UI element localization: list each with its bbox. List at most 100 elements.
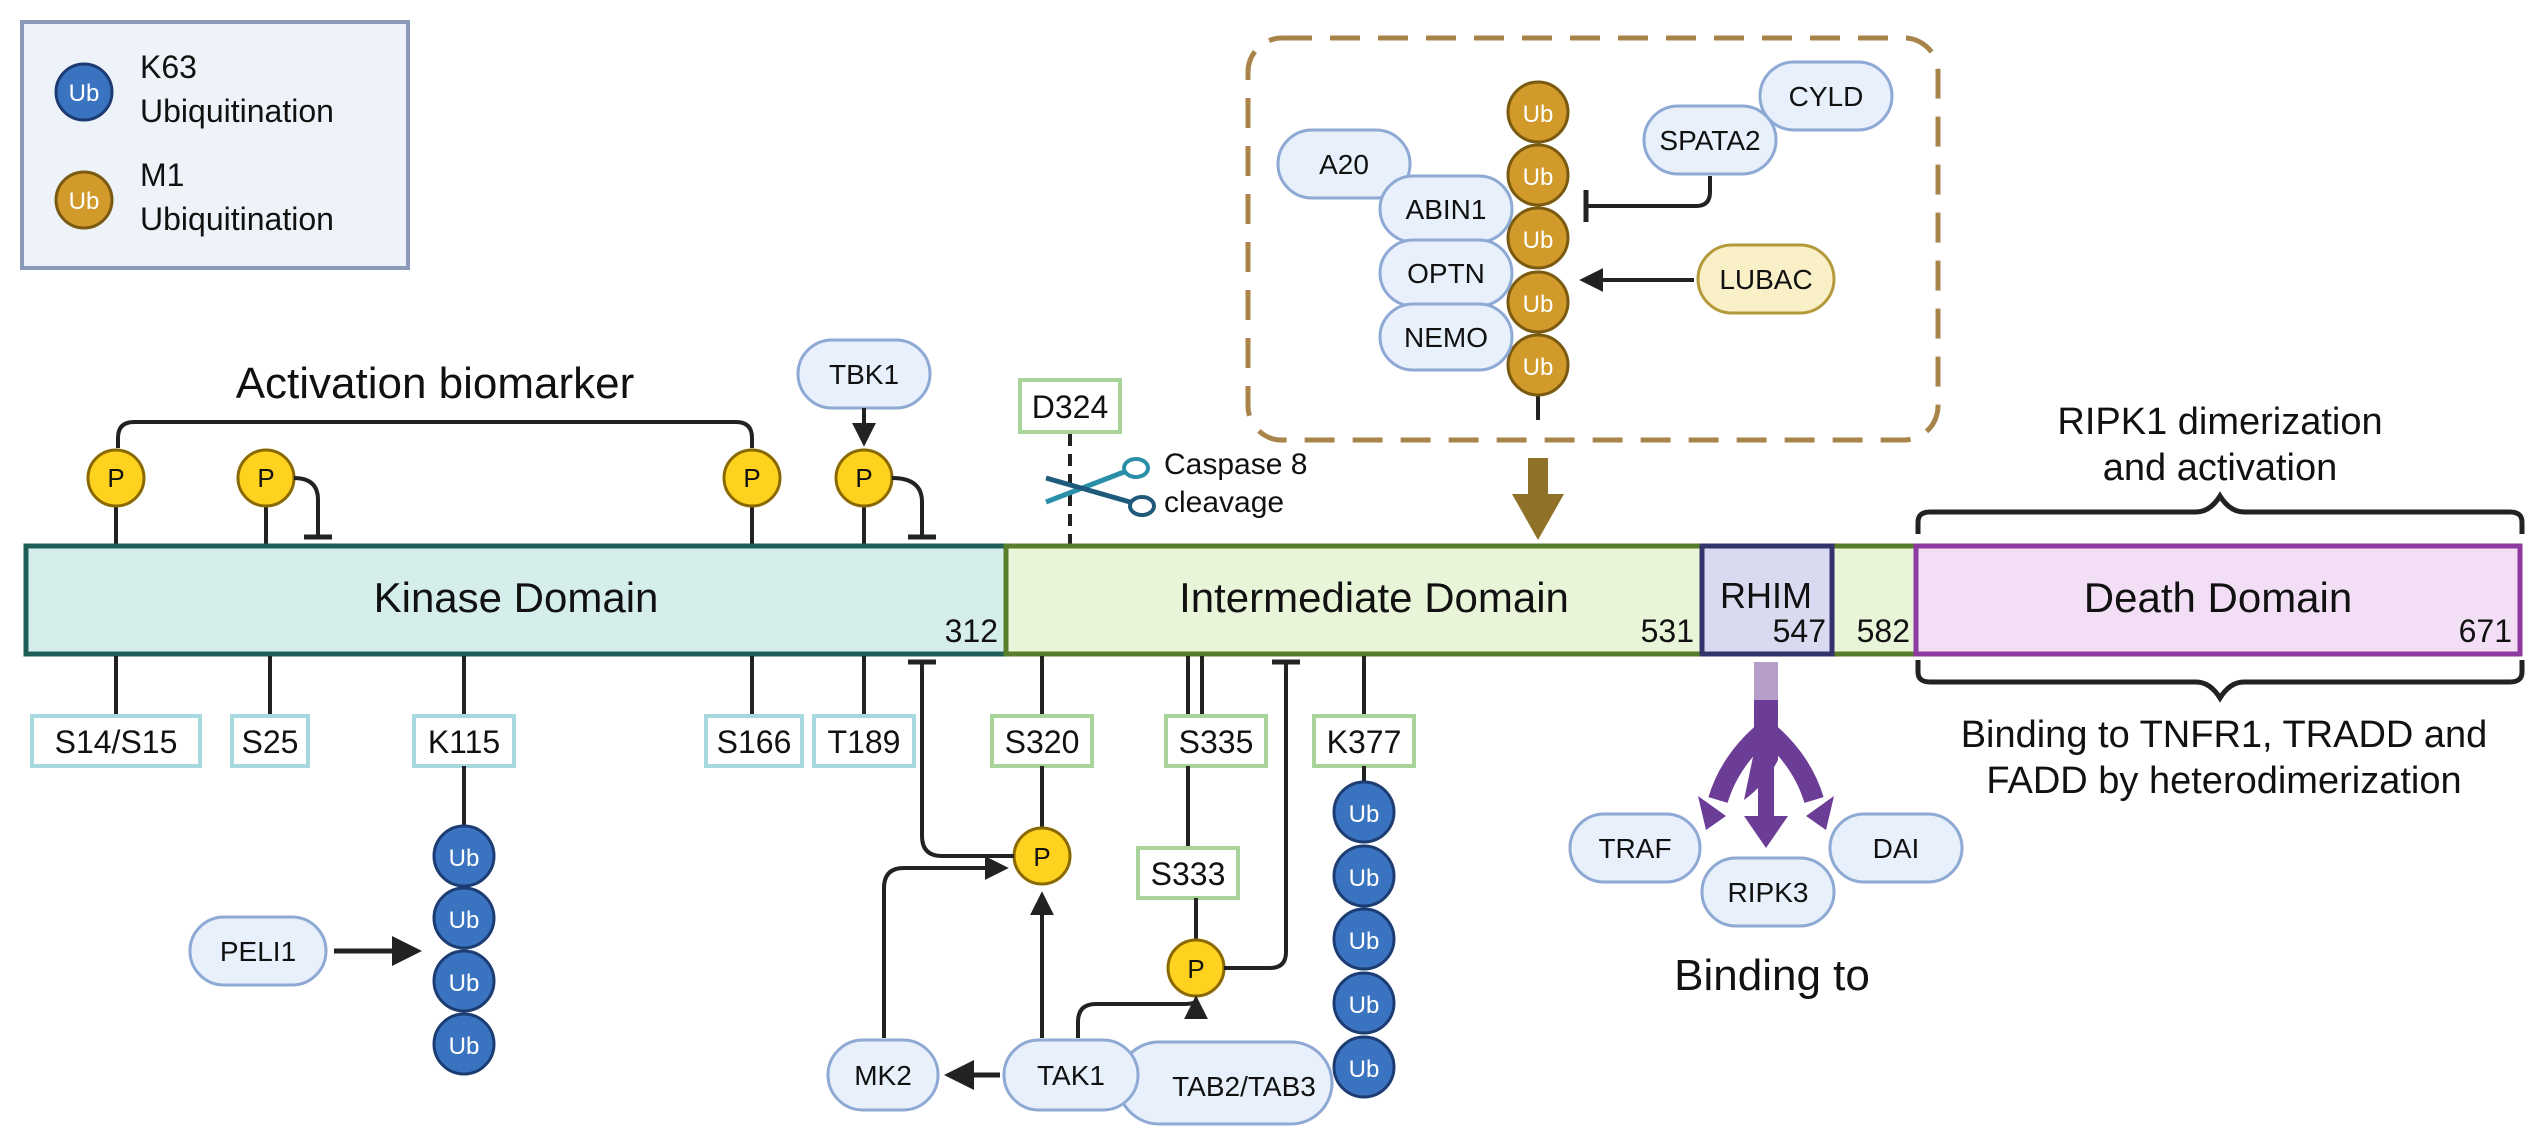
domain-bar: Kinase Domain 312 Intermediate Domain 53…: [23, 543, 2523, 657]
legend-m1-sublabel: Ubiquitination: [140, 201, 334, 237]
tbk1-label: TBK1: [829, 359, 899, 390]
spata2-label: SPATA2: [1659, 125, 1760, 156]
activation-biomarker-bracket: [116, 420, 754, 448]
legend-m1-label: M1: [140, 157, 184, 193]
nemo-label: NEMO: [1404, 322, 1488, 353]
dimerization-brace: [1915, 491, 2525, 534]
mk2-node: [826, 1038, 940, 1112]
tak1-node: [1002, 1038, 1140, 1112]
rhim-binding-group: TRAF RIPK3 DAI Binding to: [1568, 662, 1964, 1000]
site-s335-label: S335: [1179, 724, 1254, 760]
peli1-node: [188, 915, 328, 987]
intermediate-end-label: 531: [1641, 613, 1694, 649]
binding-death-line1: Binding to TNFR1, TRADD and: [1961, 714, 2488, 756]
site-t189: [812, 714, 916, 768]
m1-chain-box: Ub Ub Ub Ub Ub A20 ABIN1 OPTN NEMO CYLD …: [1245, 35, 1941, 443]
mk2-to-s320-arrow: [882, 856, 1009, 1038]
m1-ub-chain: Ub Ub Ub Ub Ub: [1506, 80, 1570, 397]
ub-glyph: Ub: [1349, 865, 1380, 892]
ub-glyph: Ub: [1349, 801, 1380, 828]
a20-label: A20: [1319, 149, 1369, 180]
site-s14-s15: [30, 714, 202, 768]
dashed-box: [1245, 35, 1941, 443]
spata2-inhibition: [1588, 176, 1712, 208]
dai-label: DAI: [1873, 833, 1920, 864]
ub-glyph: Ub: [1349, 992, 1380, 1019]
site-k377: [1312, 714, 1416, 768]
site-s14-s15-label: S14/S15: [55, 724, 178, 760]
m1-ub-icon: [54, 170, 114, 230]
site-d324-label: D324: [1032, 389, 1109, 425]
legend-k63-label: K63: [140, 49, 197, 85]
kinase-domain: [23, 543, 1009, 657]
ub-glyph: Ub: [449, 907, 480, 934]
nemo-node: [1378, 302, 1514, 372]
site-k377-label: K377: [1327, 724, 1402, 760]
site-d324: [1018, 378, 1122, 434]
site-s166: [704, 714, 804, 768]
intermediate-sites-bottom: S320 P S335 S333 P K377 Ub Ub Ub Ub: [826, 656, 1416, 1126]
s333-inhibition: [1224, 664, 1288, 970]
site-s333: [1136, 846, 1240, 900]
cleavage-label: cleavage: [1164, 486, 1284, 519]
phospho-icon: [722, 448, 782, 508]
intermediate-domain-label: Intermediate Domain: [1179, 574, 1569, 621]
peli1-label: PELI1: [220, 936, 296, 967]
p-glyph: P: [107, 463, 124, 493]
m1-down-arrow: [1512, 458, 1564, 540]
ub-glyph: Ub: [449, 845, 480, 872]
ub-glyph: Ub: [1523, 291, 1554, 318]
phospho-icon: [86, 448, 146, 508]
rhim-domain: [1699, 543, 1835, 657]
ub-glyph: Ub: [1523, 227, 1554, 254]
kinase-end-label: 312: [945, 613, 998, 649]
dimerization-label: RIPK1 dimerization: [2057, 401, 2382, 443]
rhim-end-label: 547: [1773, 613, 1826, 649]
inhibition-line: [891, 476, 924, 536]
site-s166-label: S166: [717, 724, 792, 760]
lubac-label: LUBAC: [1719, 264, 1812, 295]
p-glyph: P: [257, 463, 274, 493]
tak1-label: TAK1: [1037, 1060, 1105, 1091]
ripk3-node: [1700, 856, 1836, 928]
tak1-to-s333-arrow: [1076, 995, 1208, 1038]
ub-glyph: Ub: [1349, 1056, 1380, 1083]
caspase-label: Caspase 8: [1164, 448, 1307, 481]
p-glyph: P: [855, 463, 872, 493]
spata2-node: [1642, 104, 1778, 176]
death-binding-group: Binding to TNFR1, TRADD and FADD by hete…: [1915, 660, 2525, 802]
scissors-icon: [1045, 457, 1156, 517]
binding-to-label: Binding to: [1674, 951, 1870, 1000]
abin1-label: ABIN1: [1406, 194, 1487, 225]
binding-death-line2: FADD by heterodimerization: [1986, 760, 2461, 802]
kinase-phospho-top: P P P P TBK1: [86, 338, 936, 546]
legend-k63-sublabel: Ubiquitination: [140, 93, 334, 129]
site-k115-label: K115: [428, 724, 500, 760]
site-t189-label: T189: [828, 724, 901, 760]
ub-glyph: Ub: [449, 1033, 480, 1060]
p-glyph: P: [1033, 842, 1050, 872]
traf-label: TRAF: [1598, 833, 1671, 864]
death-brace: [1915, 660, 2525, 703]
gap-end-label: 582: [1857, 613, 1910, 649]
traf-node: [1568, 812, 1702, 884]
ub-glyph: Ub: [69, 188, 100, 215]
dai-node: [1828, 812, 1964, 884]
ub-glyph: Ub: [1523, 101, 1554, 128]
dimerization-group: RIPK1 dimerization and activation: [1915, 401, 2525, 534]
site-s25: [230, 714, 310, 768]
p-glyph: P: [1187, 954, 1204, 984]
cyld-node: [1758, 60, 1894, 132]
ub-glyph: Ub: [1523, 164, 1554, 191]
inhibition-line: [293, 476, 320, 536]
legend: Ub K63 Ubiquitination Ub M1 Ubiquitinati…: [20, 20, 410, 270]
ub-glyph: Ub: [1523, 354, 1554, 381]
death-domain: [1913, 543, 2523, 657]
site-s320-label: S320: [1005, 724, 1080, 760]
lubac-node: [1696, 243, 1836, 315]
activation-label: and activation: [2103, 447, 2338, 489]
tab-label: TAB2/TAB3: [1172, 1071, 1316, 1102]
death-end-label: 671: [2459, 613, 2512, 649]
ripk3-label: RIPK3: [1728, 877, 1809, 908]
activation-biomarker-label: Activation biomarker: [236, 359, 635, 408]
